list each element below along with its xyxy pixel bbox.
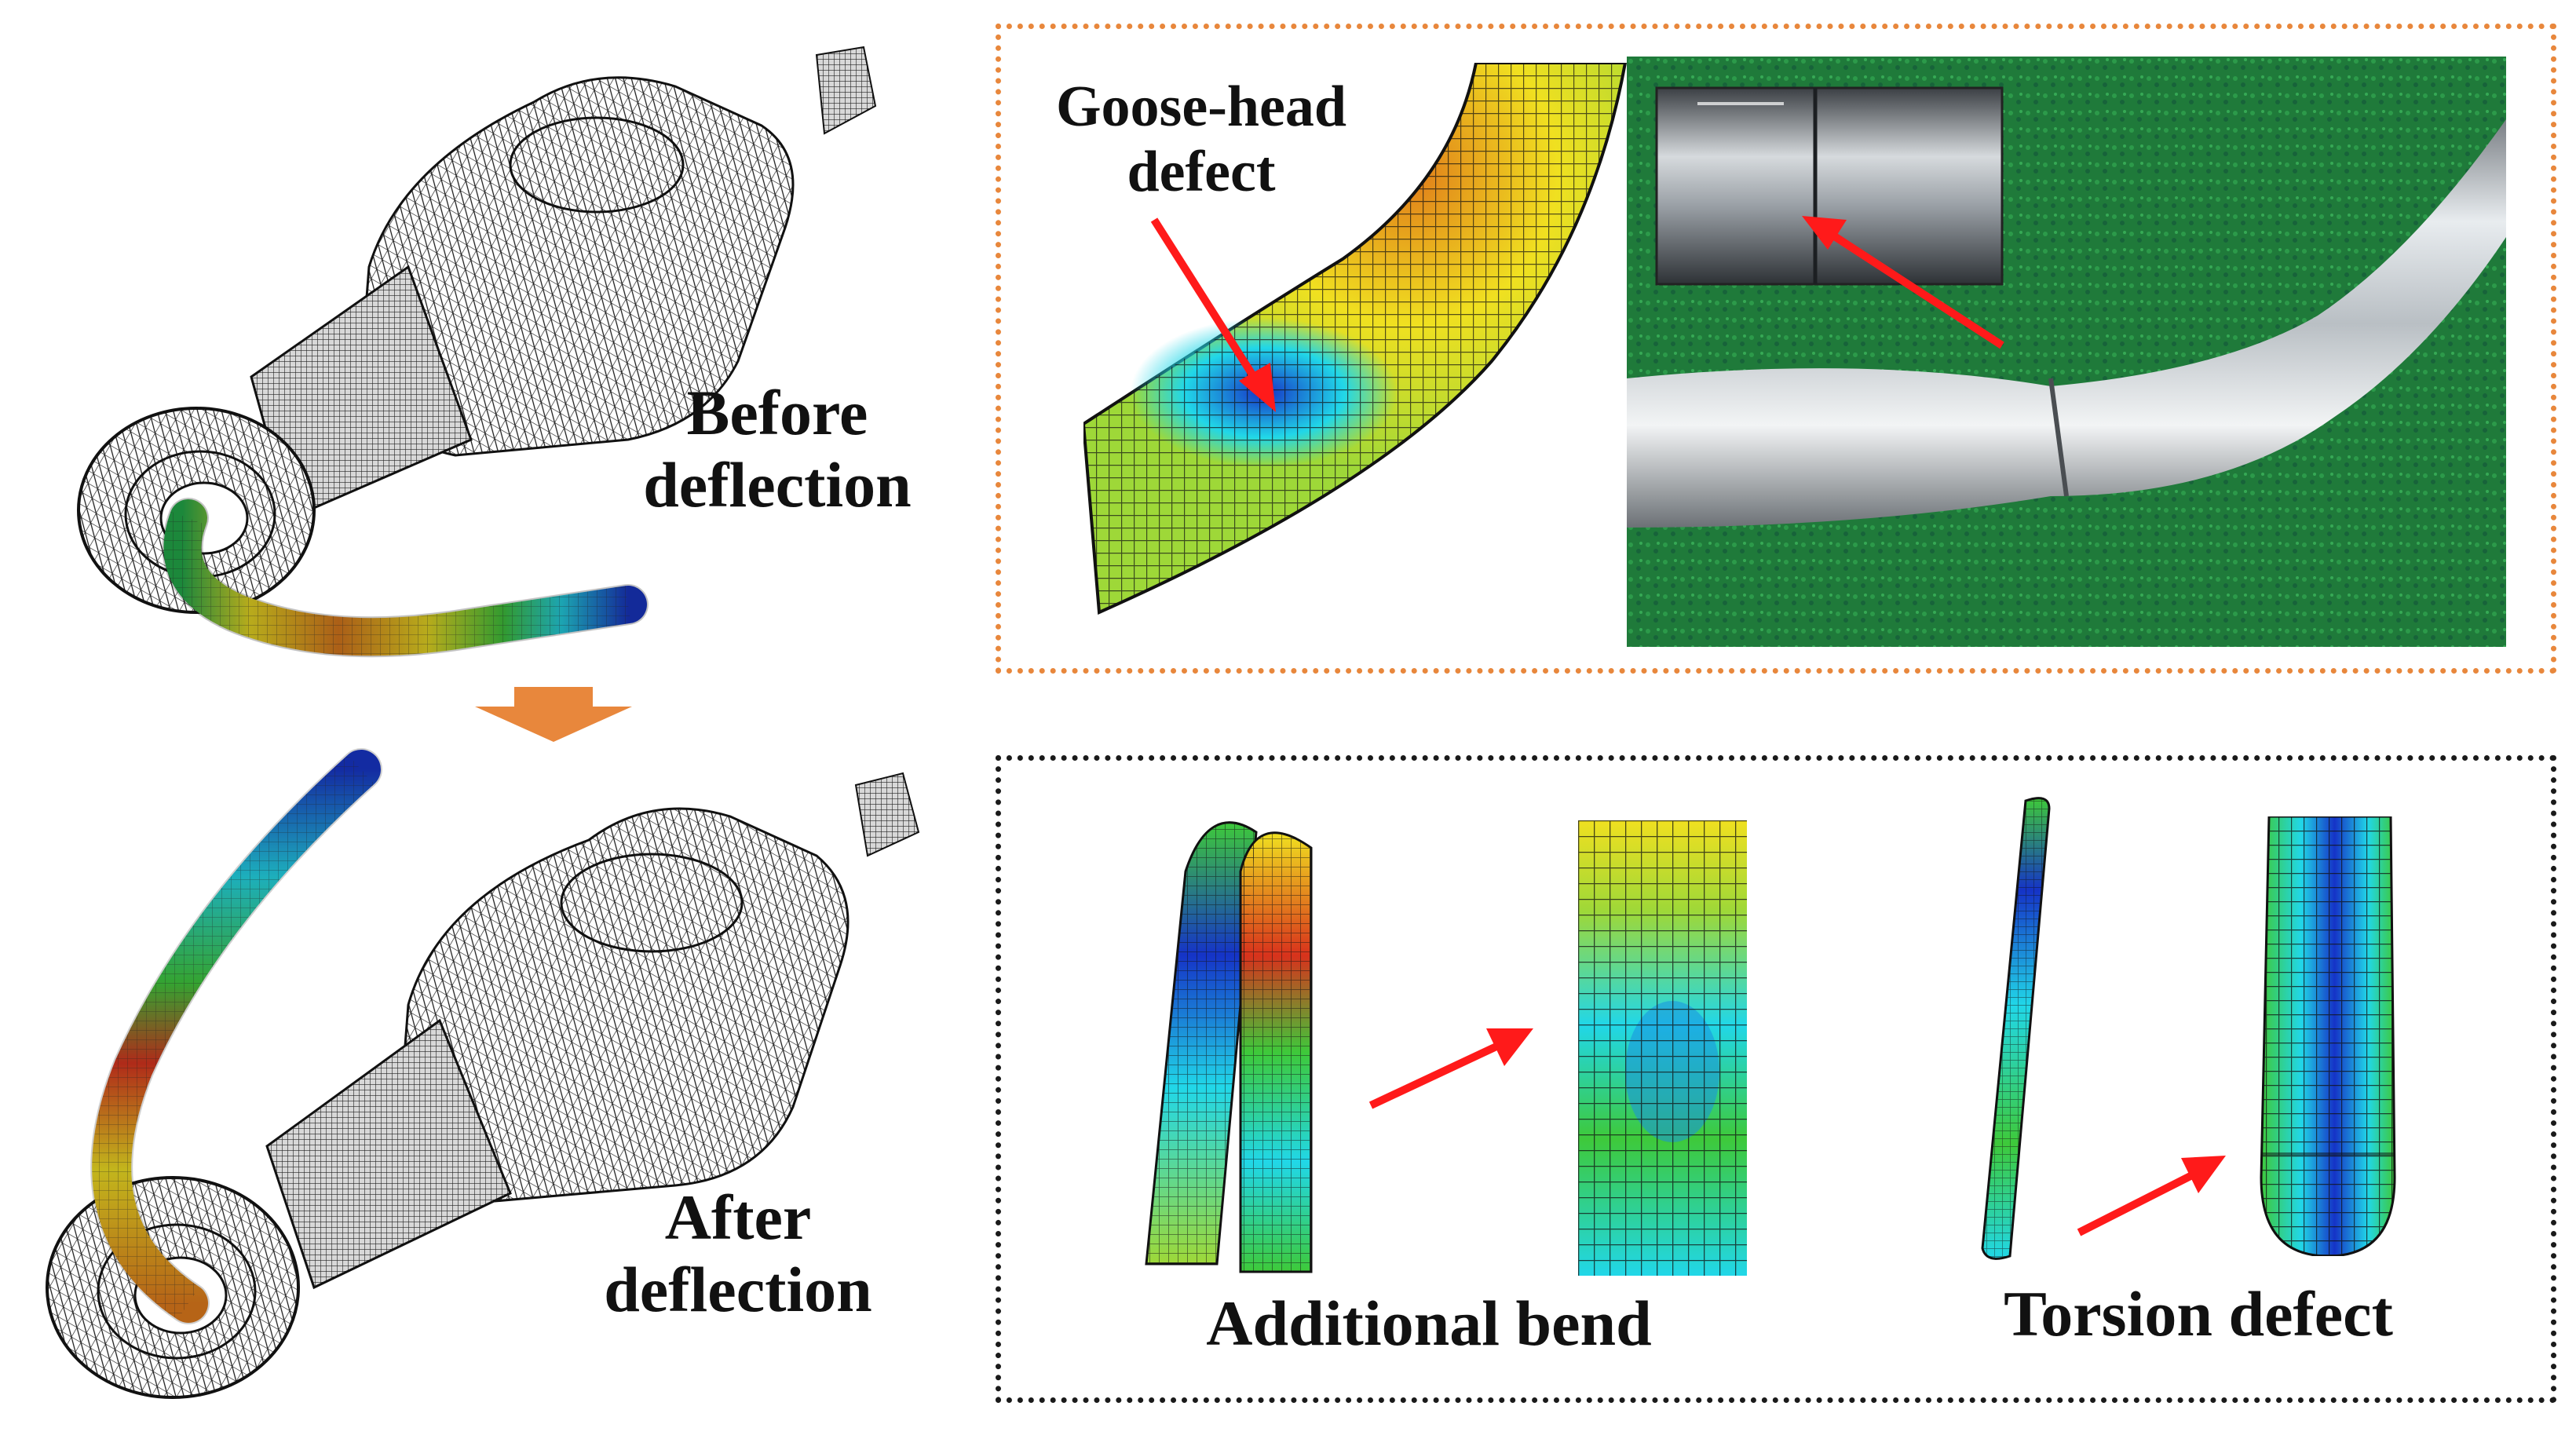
before-line-2: deflection xyxy=(643,448,912,520)
defects-panel xyxy=(996,755,2556,1403)
goose-line-1: Goose-head xyxy=(1056,75,1346,139)
red-arrow-icon xyxy=(1365,1021,1537,1115)
additional-bend-label: Additional bend xyxy=(1206,1287,1652,1359)
torsion-zoom xyxy=(2253,816,2402,1256)
goose-head-label: Goose-head defect xyxy=(1013,75,1390,205)
red-arrow-icon xyxy=(2073,1146,2230,1240)
red-arrow-icon xyxy=(1790,212,2010,353)
before-line-1: Before xyxy=(686,377,868,448)
goose-head-fe-model xyxy=(1083,63,1633,628)
after-mesh-illustration xyxy=(46,748,920,1399)
after-line-2: deflection xyxy=(604,1253,872,1325)
before-deflection-label: Before deflection xyxy=(620,377,934,521)
additional-bend-fe-model xyxy=(1131,801,1366,1287)
down-arrow-icon xyxy=(475,687,632,742)
before-deflection-figure xyxy=(31,31,958,675)
after-deflection-label: After deflection xyxy=(581,1182,895,1326)
torsion-fe-model xyxy=(1971,793,2065,1264)
goose-head-photo xyxy=(1627,57,2506,647)
additional-bend-zoom xyxy=(1578,820,1747,1276)
red-arrow-icon xyxy=(1146,212,1288,416)
before-mesh-illustration xyxy=(77,46,877,658)
goose-line-2: defect xyxy=(1127,139,1276,204)
goose-head-panel xyxy=(996,24,2556,674)
after-deflection-figure xyxy=(24,738,966,1413)
after-line-1: After xyxy=(664,1182,812,1253)
torsion-defect-label: Torsion defect xyxy=(2004,1278,2393,1350)
